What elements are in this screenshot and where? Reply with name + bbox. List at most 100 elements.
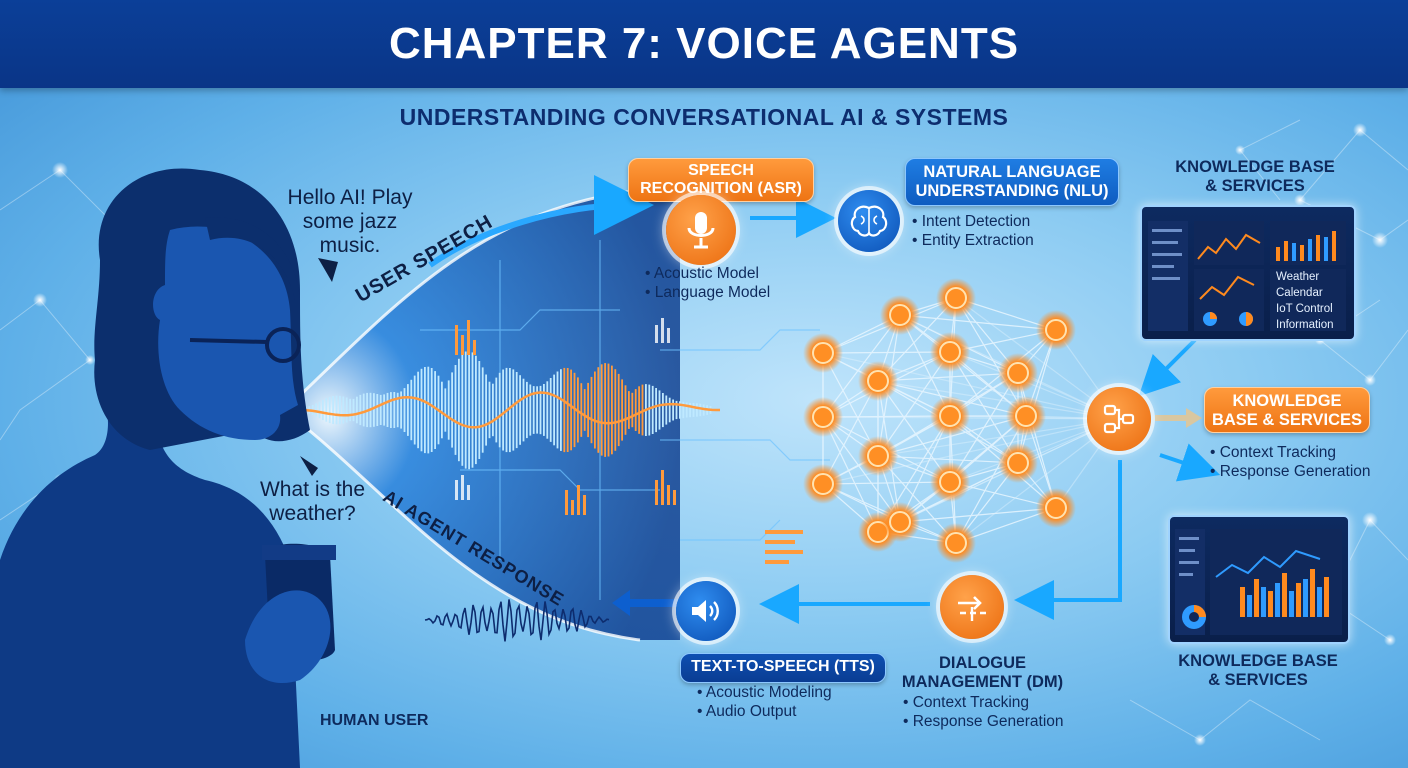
neural-edge	[877, 372, 1019, 382]
neural-node	[867, 445, 889, 467]
tts-bullet: Audio Output	[697, 702, 832, 721]
waveform-bar	[611, 365, 613, 455]
waveform-bar	[515, 372, 518, 449]
neural-edge	[955, 297, 1027, 417]
waveform-bar	[488, 381, 491, 439]
kb-bottom-title: KNOWLEDGE BASE & SERVICES	[1178, 652, 1338, 689]
waveform-bar	[624, 385, 627, 435]
waveform-bar	[444, 388, 447, 432]
neural-node	[1007, 362, 1029, 384]
asr-title-box: SPEECH RECOGNITION (ASR)	[628, 158, 814, 202]
neural-edge	[877, 455, 1019, 464]
kb-mid-title-box: KNOWLEDGE BASE & SERVICES	[1204, 387, 1370, 433]
neural-node	[889, 304, 911, 326]
waveform-bar	[407, 384, 409, 436]
neural-node	[939, 405, 961, 427]
waveform-bar	[583, 389, 586, 431]
waveform-bar	[495, 377, 498, 443]
neural-edge	[877, 415, 1027, 457]
waveform-bar	[447, 380, 450, 440]
waveform-bar	[345, 397, 348, 423]
waveform-bar	[502, 369, 504, 451]
dashboard-item: Weather	[1276, 271, 1320, 283]
waveform-bar	[682, 401, 685, 419]
waveform-bar	[509, 368, 511, 453]
waveform-bar	[658, 390, 661, 430]
title-banner: CHAPTER 7: VOICE AGENTS	[0, 0, 1408, 88]
human-user-silhouette	[0, 168, 336, 768]
waveform-bar	[696, 403, 698, 417]
speech-funnel	[290, 190, 680, 640]
tts-title-box: TEXT-TO-SPEECH (TTS)	[680, 653, 886, 683]
waveform-bar	[580, 383, 583, 437]
flow-icon	[1087, 387, 1151, 451]
nlu-title-box: NATURAL LANGUAGE UNDERSTANDING (NLU)	[905, 158, 1119, 206]
waveform-bar	[679, 401, 681, 419]
neural-edge	[955, 297, 1120, 420]
neural-node	[939, 341, 961, 363]
waveform-bar	[461, 354, 464, 466]
waveform-bar	[335, 395, 338, 425]
waveform-bar	[400, 391, 402, 429]
response-sound-wave	[424, 599, 610, 642]
human-user-label: HUMAN USER	[320, 712, 429, 729]
dm-bullet: Response Generation	[903, 712, 1064, 731]
waveform-bar	[519, 375, 521, 445]
waveform-bar	[356, 396, 358, 424]
neural-node	[812, 406, 834, 428]
waveform-bar	[597, 367, 600, 453]
waveform-bar	[468, 350, 470, 470]
waveform-bar	[543, 384, 545, 436]
waveform-bar	[604, 363, 606, 457]
dashboard-item: Information	[1276, 319, 1334, 331]
dm-title: DIALOGUE MANAGEMENT (DM)	[901, 654, 1064, 691]
waveform-bar	[522, 378, 525, 442]
kb-top-dashboard: Weather Calendar IoT Control Information	[1140, 205, 1356, 341]
waveform-bar	[478, 361, 481, 459]
waveform-bar	[430, 368, 433, 452]
user-bubble-question: What is the weather?	[259, 478, 366, 525]
speech-waveform	[299, 350, 720, 470]
waveform-bar	[529, 384, 532, 436]
waveform-bar	[662, 393, 664, 428]
waveform-bar	[451, 372, 453, 448]
neural-edge	[822, 416, 879, 533]
waveform-bar	[600, 364, 603, 456]
waveform-bar	[665, 395, 668, 425]
waveform-bar	[526, 381, 528, 439]
user-bubble-request: Hello AI! Play some jazz music.	[287, 186, 413, 257]
neural-node	[812, 473, 834, 495]
waveform-bar	[410, 379, 413, 441]
neural-edge	[955, 415, 1027, 544]
neural-node	[1045, 497, 1067, 519]
kb-mid-bullet: Response Generation	[1210, 462, 1371, 481]
waveform-bar	[546, 381, 549, 439]
neural-edge	[822, 314, 901, 418]
kb-bottom-dashboard	[1168, 515, 1350, 644]
waveform-bar	[458, 358, 460, 462]
page-title: CHAPTER 7: VOICE AGENTS	[388, 19, 1020, 68]
waveform-bar	[427, 366, 430, 454]
waveform-bar	[434, 371, 436, 449]
waveform-bar	[685, 402, 688, 418]
waveform-bar	[536, 386, 538, 434]
waveform-bar	[332, 396, 334, 424]
waveform-bar	[417, 371, 419, 449]
kb-top-dashboard-list: Weather Calendar IoT Control Information	[1276, 269, 1334, 333]
waveform-bar	[570, 369, 572, 451]
waveform-bar	[424, 367, 426, 454]
waveform-bar	[560, 369, 562, 451]
asr-bullet: Language Model	[645, 283, 771, 302]
page-subtitle: UNDERSTANDING CONVERSATIONAL AI & SYSTEM…	[399, 104, 1009, 130]
kb-top-title: KNOWLEDGE BASE & SERVICES	[1175, 158, 1335, 195]
dashboard-item: IoT Control	[1276, 303, 1333, 315]
neural-node	[945, 287, 967, 309]
waveform-bar	[362, 393, 365, 427]
waveform-bar	[413, 375, 416, 445]
waveform-bar	[315, 403, 317, 417]
dm-bullets: Context Tracking Response Generation	[903, 693, 1064, 731]
neural-edge	[877, 380, 951, 483]
neural-edge	[877, 351, 951, 457]
